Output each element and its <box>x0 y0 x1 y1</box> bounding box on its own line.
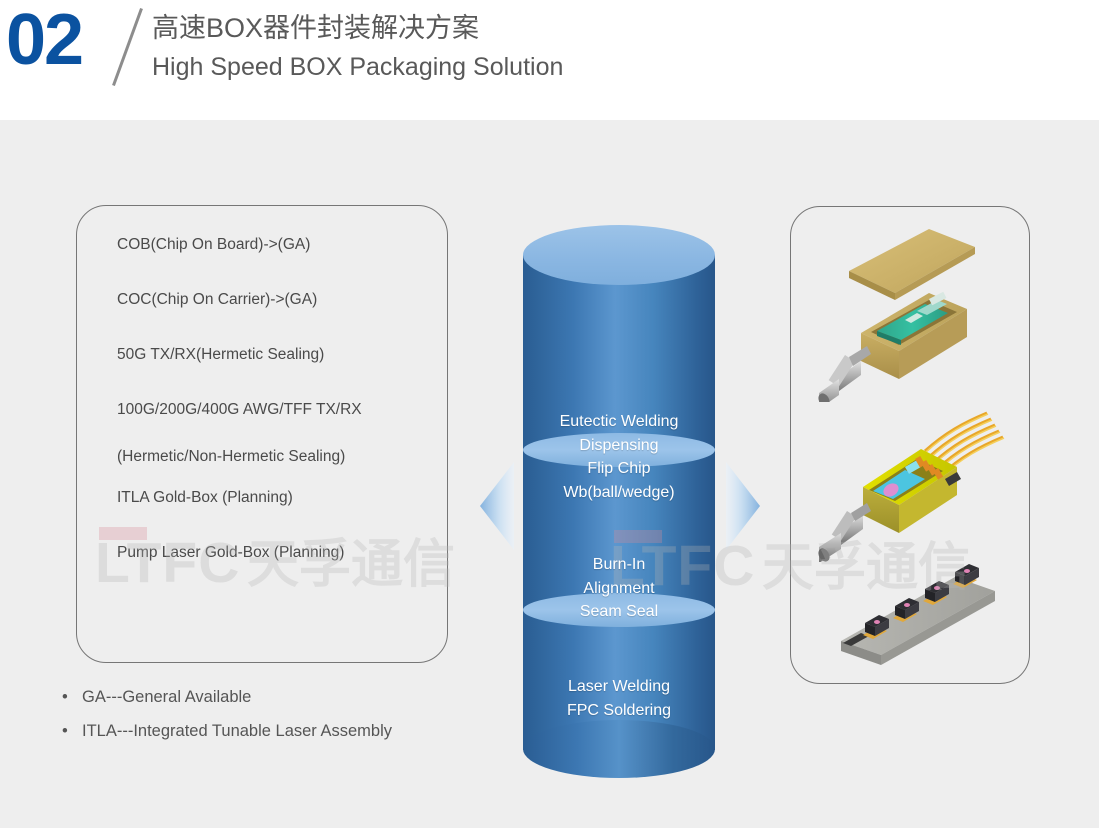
list-item: COC(Chip On Carrier)->(GA) <box>117 291 318 308</box>
list-item: Pump Laser Gold-Box (Planning) <box>117 544 345 561</box>
footnote-text: GA---General Available <box>82 688 252 706</box>
capability-list: COB(Chip On Board)->(GA) COC(Chip On Car… <box>117 234 447 597</box>
footnote-item: • GA---General Available <box>62 680 662 714</box>
slide-header: 02 高速BOX器件封装解决方案 High Speed BOX Packagin… <box>0 0 1099 120</box>
product-images-panel <box>790 206 1030 684</box>
footnote-list: • GA---General Available • ITLA---Integrat… <box>62 680 662 748</box>
arrow-right-icon <box>722 460 762 552</box>
slide-content: COB(Chip On Board)->(GA) COC(Chip On Car… <box>0 120 1099 828</box>
chip-array-image <box>831 557 1011 672</box>
bullet-icon: • <box>62 688 68 706</box>
capability-list-panel: COB(Chip On Board)->(GA) COC(Chip On Car… <box>76 205 448 663</box>
slide-number: 02 <box>6 0 84 80</box>
page-title-chinese: 高速BOX器件封装解决方案 <box>152 13 480 43</box>
list-item: ITLA Gold-Box (Planning) <box>117 489 293 506</box>
list-item-line1: 100G/200G/400G AWG/TFF TX/RX <box>117 401 362 418</box>
cylinder-top-cap <box>523 225 715 285</box>
page-title-english: High Speed BOX Packaging Solution <box>152 53 564 81</box>
cylinder-bottom-cap <box>523 720 715 778</box>
cylinder-divider-2 <box>523 593 715 627</box>
bullet-icon: • <box>62 722 68 740</box>
slash-divider-icon <box>108 6 148 87</box>
cylinder-section-2 <box>523 450 715 610</box>
list-item: 100G/200G/400G AWG/TFF TX/RX (Hermetic/N… <box>117 399 447 468</box>
footnote-text: ITLA---Integrated Tunable Laser Assembly <box>82 722 392 740</box>
list-item: 50G TX/RX(Hermetic Sealing) <box>117 346 325 363</box>
gold-box-package-image <box>809 227 1013 409</box>
list-item: COB(Chip On Board)->(GA) <box>117 236 311 253</box>
footnote-item: • ITLA---Integrated Tunable Laser Assembl… <box>62 714 662 748</box>
title-block: 高速BOX器件封装解决方案 High Speed BOX Packaging S… <box>152 8 563 86</box>
arrow-left-icon <box>478 460 518 552</box>
yellow-box-package-image <box>805 387 1019 563</box>
list-item-line2: (Hermetic/Non-Hermetic Sealing) <box>117 448 346 465</box>
cylinder-divider-1 <box>523 433 715 467</box>
cylinder-section-1 <box>523 255 715 450</box>
